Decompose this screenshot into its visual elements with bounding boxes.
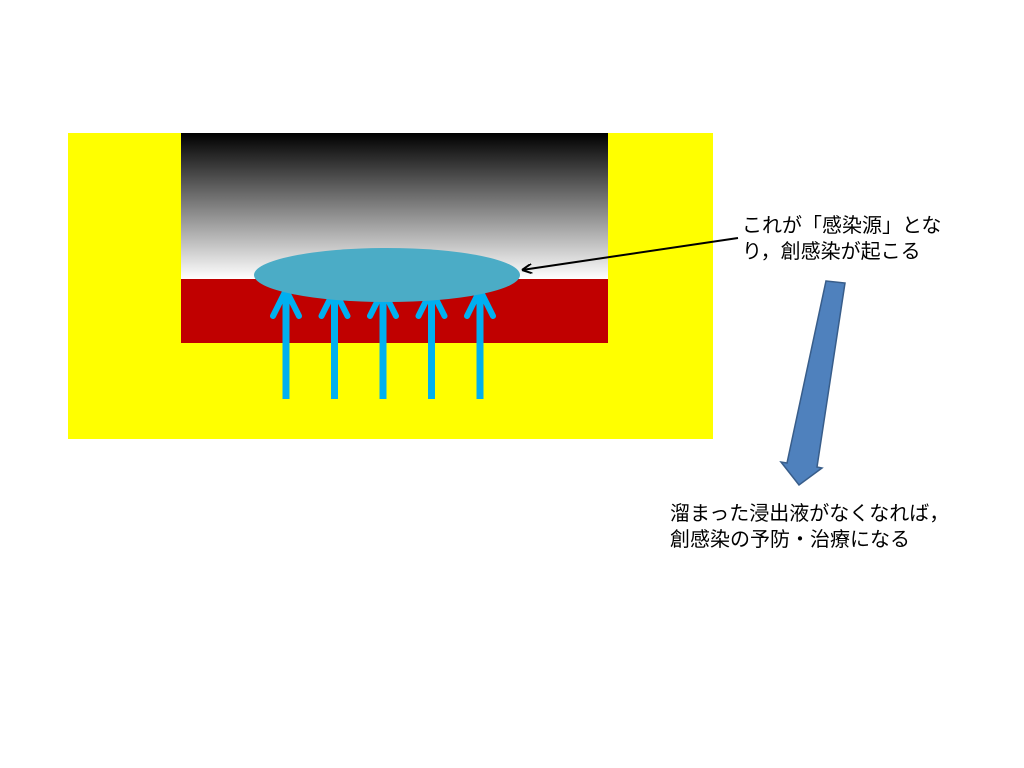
infection-source-line-2: り，創感染が起こる	[742, 239, 921, 263]
infection-source-label: これが「感染源」とな り，創感染が起こる	[742, 212, 1002, 264]
exudate-pool	[254, 248, 520, 302]
outcome-label: 溜まった浸出液がなくなれば， 創感染の予防・治療になる	[670, 500, 1010, 552]
infection-source-line-1: これが「感染源」とな	[742, 213, 942, 237]
pointer-arrow	[522, 237, 739, 270]
outcome-line-2: 創感染の予防・治療になる	[670, 527, 910, 551]
flow-down-arrow	[779, 280, 846, 487]
outcome-line-1: 溜まった浸出液がなくなれば，	[670, 501, 950, 525]
